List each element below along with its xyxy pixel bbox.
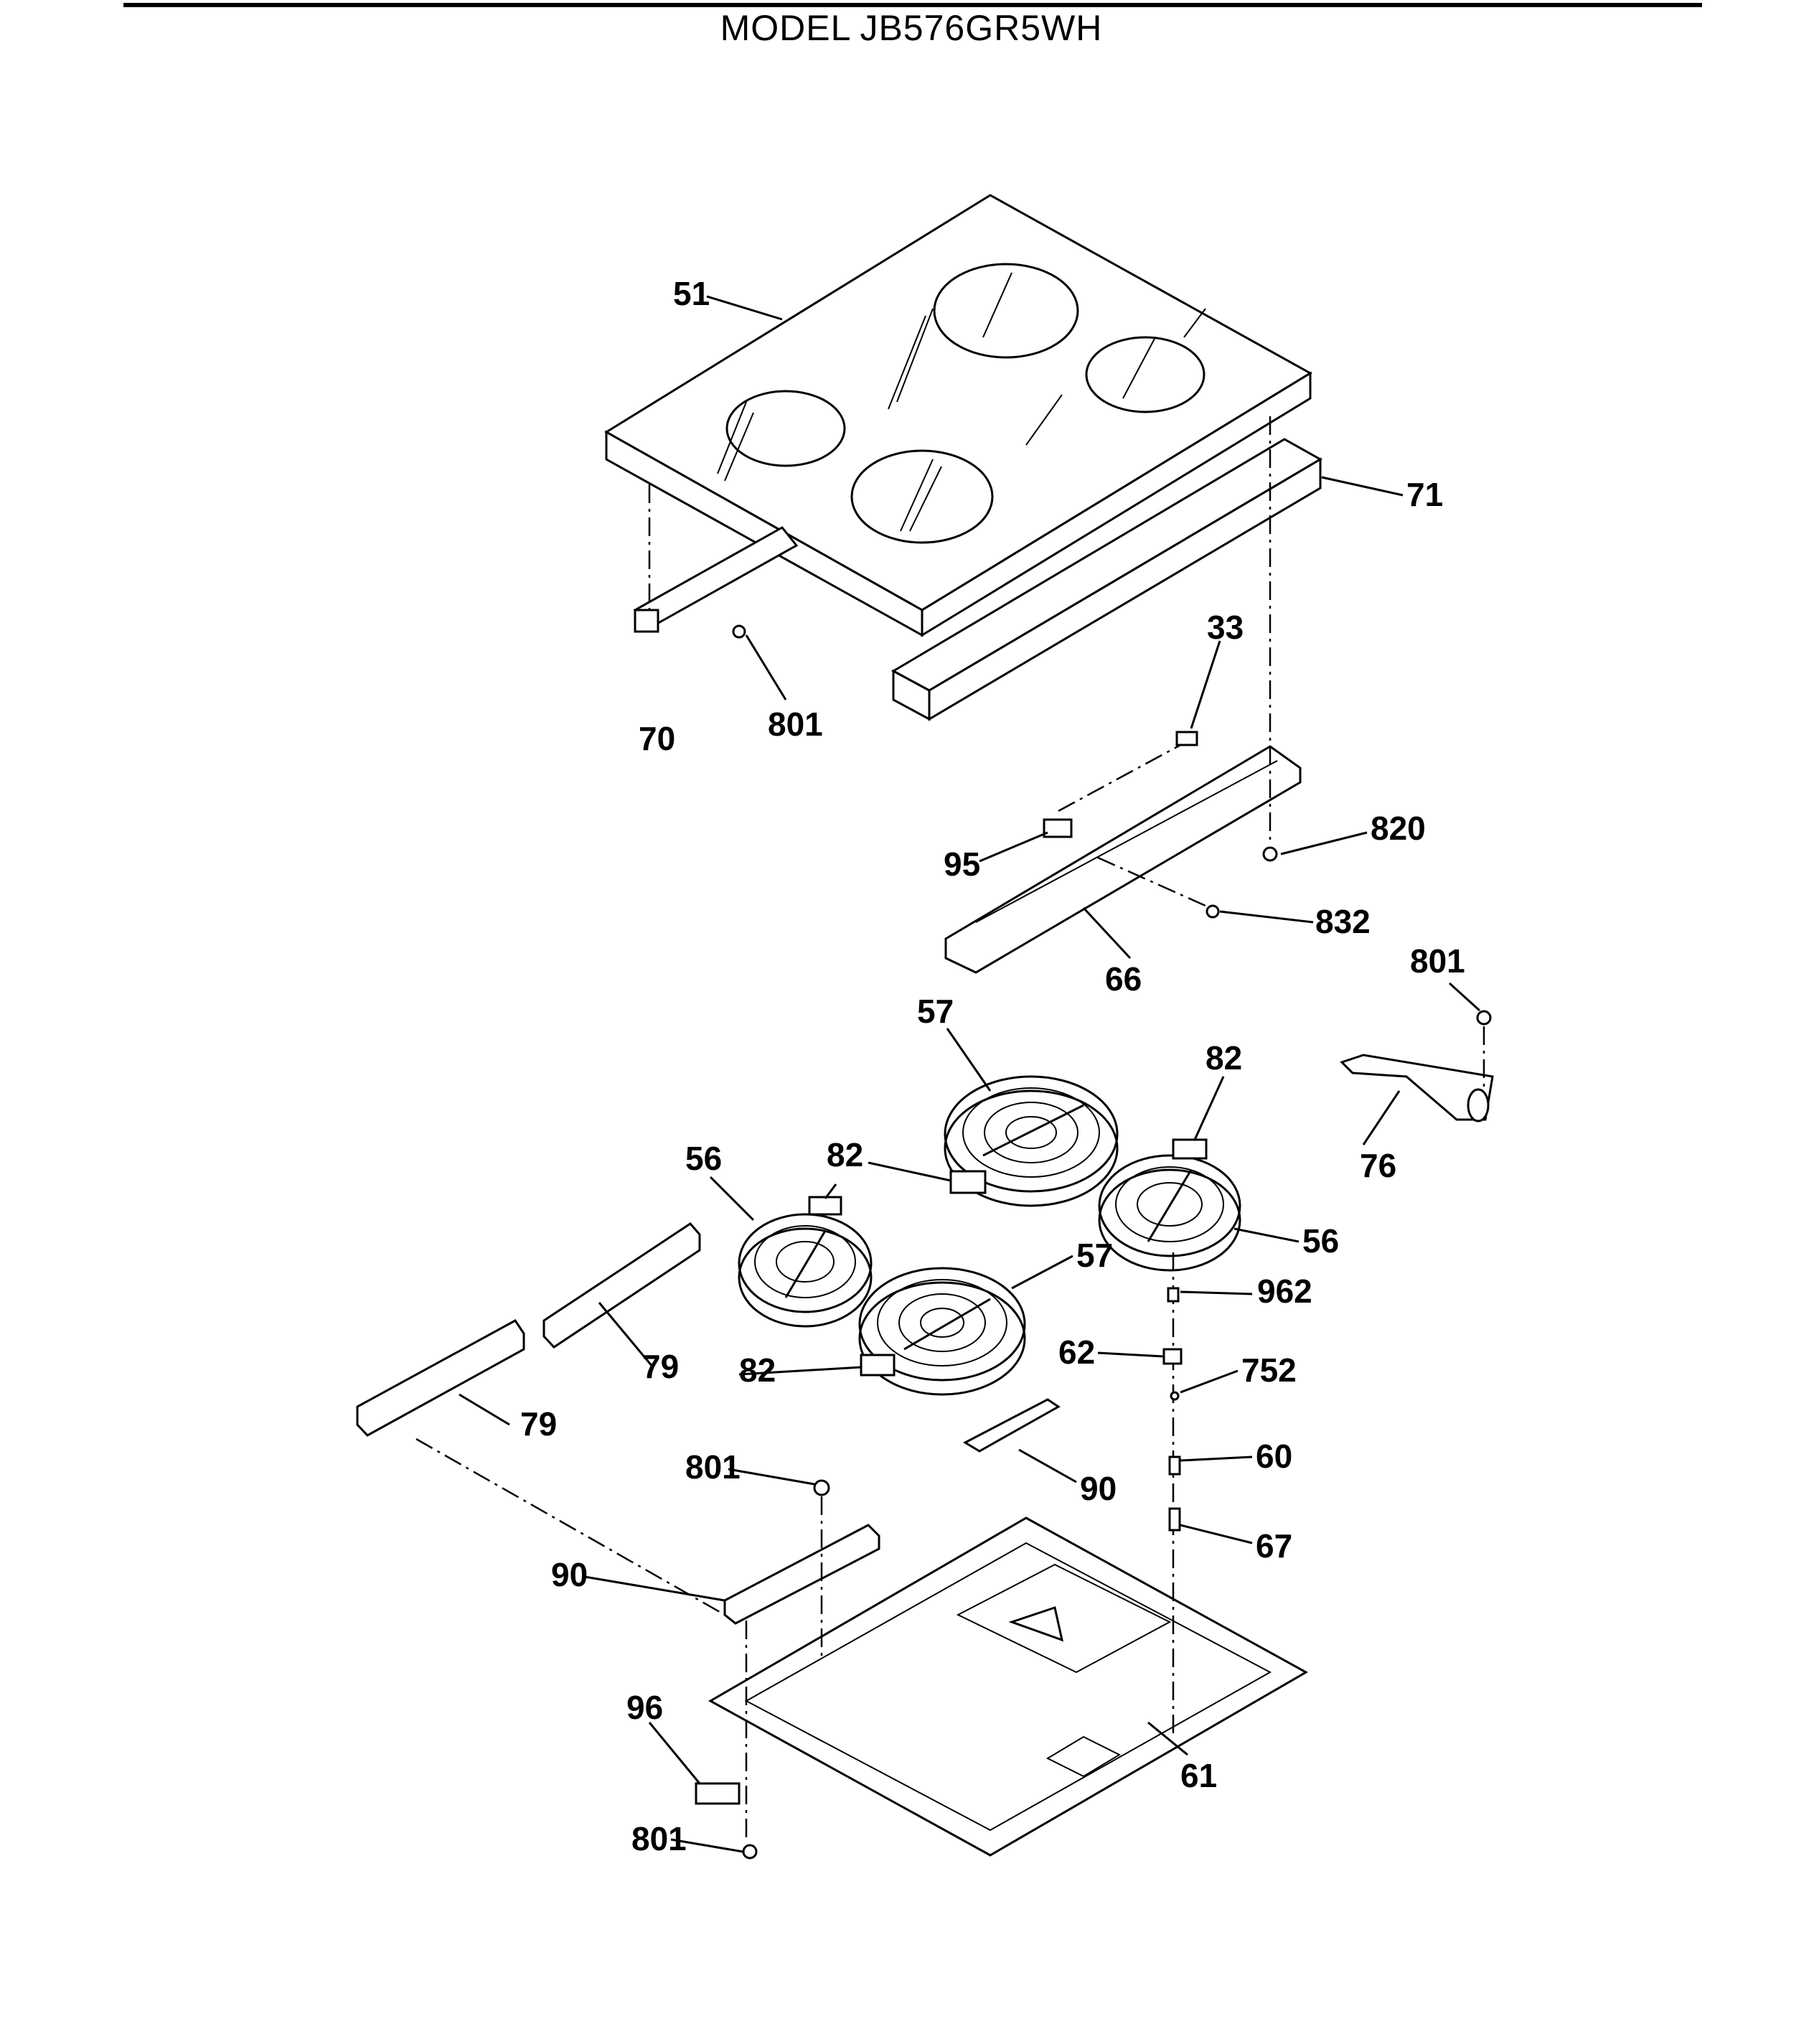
callout-90-upper: 90 xyxy=(1080,1470,1117,1507)
front-rail-70 xyxy=(633,526,799,633)
callout-61: 61 xyxy=(1180,1757,1217,1794)
callout-56-right: 56 xyxy=(1302,1222,1339,1260)
spring-60 xyxy=(1168,1455,1181,1476)
callout-801-d: 801 xyxy=(631,1820,687,1857)
callout-95: 95 xyxy=(944,845,980,883)
callout-801-a: 801 xyxy=(768,705,823,743)
header-rule xyxy=(123,3,1702,7)
callout-82-b: 82 xyxy=(1206,1039,1242,1077)
clip-962 xyxy=(1167,1287,1180,1303)
burner-57-top xyxy=(944,1075,1119,1207)
callout-33: 33 xyxy=(1207,609,1244,646)
callout-57-top: 57 xyxy=(917,993,954,1030)
callout-labels: 51 71 33 70 801 820 95 832 66 801 57 82 … xyxy=(520,275,1465,1857)
dash-832 xyxy=(1097,856,1206,907)
callout-801-b: 801 xyxy=(1410,942,1465,980)
dash-79-90 xyxy=(415,1438,725,1616)
post-67 xyxy=(1168,1507,1181,1532)
burner-57-bottom xyxy=(858,1267,1026,1396)
callout-57-bottom: 57 xyxy=(1076,1237,1113,1274)
screw-801a xyxy=(732,624,746,639)
duct-76 xyxy=(1340,1054,1494,1122)
callout-66: 66 xyxy=(1105,960,1142,998)
callout-76: 76 xyxy=(1360,1147,1396,1184)
callout-71: 71 xyxy=(1406,476,1443,513)
connector-62 xyxy=(1162,1348,1183,1365)
callout-60: 60 xyxy=(1256,1438,1292,1475)
screw-832 xyxy=(1206,904,1220,919)
clip-33 xyxy=(1175,731,1198,746)
screw-801d xyxy=(742,1844,758,1860)
screw-801b xyxy=(1476,1010,1492,1026)
cooktop-glass-51 xyxy=(604,194,1312,637)
screw-801c xyxy=(813,1479,830,1496)
callout-70: 70 xyxy=(639,720,675,757)
callout-67: 67 xyxy=(1256,1527,1292,1565)
receptacle-82-c xyxy=(860,1354,896,1377)
callout-51: 51 xyxy=(673,275,710,312)
callout-56-left: 56 xyxy=(685,1140,722,1177)
bracket-66 xyxy=(944,745,1302,974)
receptacle-82-a xyxy=(949,1170,987,1194)
insulation-strip-71 xyxy=(890,438,1323,721)
callout-62: 62 xyxy=(1058,1333,1095,1371)
callout-96: 96 xyxy=(626,1689,663,1726)
receptacle-82-b xyxy=(1172,1138,1208,1160)
channel-90-upper xyxy=(962,1398,1061,1453)
callout-79-lower: 79 xyxy=(520,1405,557,1443)
callout-752: 752 xyxy=(1241,1351,1297,1389)
callout-90-lower: 90 xyxy=(551,1556,588,1593)
trim-79-lower xyxy=(356,1319,525,1437)
model-number: JB576GR5WH xyxy=(860,8,1103,48)
receptacle-left xyxy=(808,1196,842,1216)
base-pan-61 xyxy=(708,1516,1309,1857)
nut-752 xyxy=(1170,1391,1180,1401)
callout-801-c: 801 xyxy=(685,1448,741,1486)
callout-82-a: 82 xyxy=(827,1136,863,1173)
burner-56-left xyxy=(738,1213,873,1328)
callout-82-c: 82 xyxy=(739,1351,776,1389)
channel-90-lower xyxy=(723,1524,880,1625)
model-prefix: MODEL xyxy=(720,8,852,48)
callout-79-upper: 79 xyxy=(642,1348,679,1385)
burner-56-right xyxy=(1098,1154,1241,1272)
bracket-96 xyxy=(695,1782,741,1805)
callout-832: 832 xyxy=(1315,903,1371,940)
leader-33 xyxy=(1058,738,1192,812)
screw-820 xyxy=(1262,846,1278,862)
leader-lines xyxy=(459,295,1481,1853)
callout-962: 962 xyxy=(1257,1272,1312,1310)
callout-820: 820 xyxy=(1371,810,1426,847)
trim-79-upper xyxy=(542,1222,701,1349)
